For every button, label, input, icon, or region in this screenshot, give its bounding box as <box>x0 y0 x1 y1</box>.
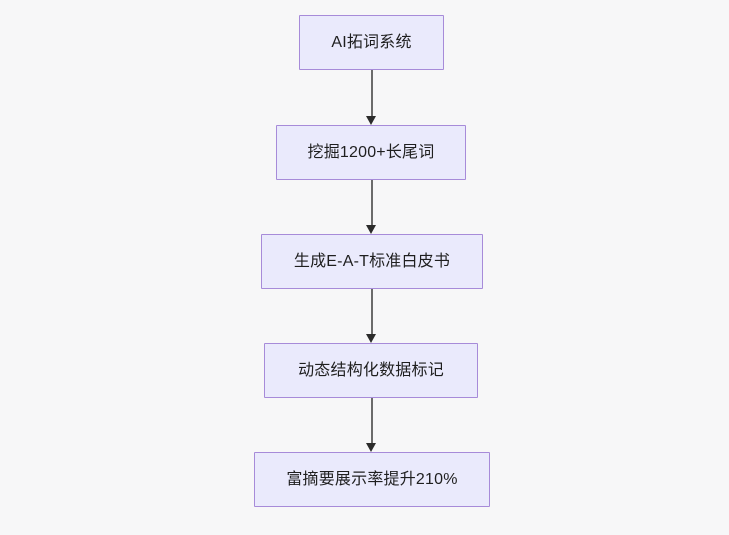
edge-line <box>370 398 373 444</box>
flowchart-edge-3 <box>366 289 377 343</box>
edge-line <box>370 180 373 226</box>
flowchart-node-1[interactable]: AI拓词系统 <box>299 15 444 70</box>
flowchart-node-2-label: 挖掘1200+长尾词 <box>307 143 435 161</box>
flowchart-node-5[interactable]: 富摘要展示率提升210% <box>254 452 490 507</box>
arrowhead-down-icon <box>366 116 376 125</box>
flowchart-edge-4 <box>366 398 377 452</box>
flowchart-node-3[interactable]: 生成E-A-T标准白皮书 <box>261 234 483 289</box>
flowchart-node-3-label: 生成E-A-T标准白皮书 <box>293 252 451 270</box>
edge-line <box>370 70 373 117</box>
edge-line <box>370 289 373 335</box>
flowchart-node-1-label: AI拓词系统 <box>331 33 412 51</box>
flowchart-edge-2 <box>366 180 377 234</box>
flowchart-node-5-label: 富摘要展示率提升210% <box>286 470 458 488</box>
flowchart-node-4[interactable]: 动态结构化数据标记 <box>264 343 478 398</box>
flowchart-node-2[interactable]: 挖掘1200+长尾词 <box>276 125 466 180</box>
arrowhead-down-icon <box>366 225 376 234</box>
flowchart-node-4-label: 动态结构化数据标记 <box>298 361 444 379</box>
arrowhead-down-icon <box>366 334 376 343</box>
flowchart-edge-1 <box>366 70 377 125</box>
arrowhead-down-icon <box>366 443 376 452</box>
